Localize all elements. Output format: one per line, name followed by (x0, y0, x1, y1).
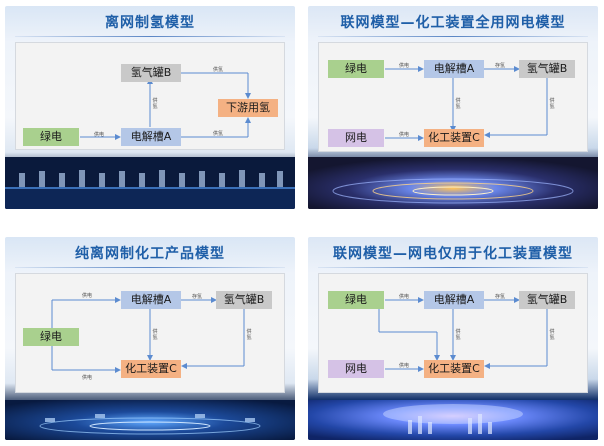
panel-title: 纯离网制化工产品模型 (75, 246, 225, 262)
node-green-power: 绿电 (23, 128, 79, 146)
diagram-board: 绿电 电解槽A 氢气罐B 网电 化工装置C 供电 存氢 供氢 供氢 供电 (318, 42, 588, 152)
label-supply-h2-bottom: 供氢 (213, 131, 224, 137)
node-chemical-unit: 化工装置C (121, 360, 181, 378)
label-store-h2: 存氢 (495, 63, 506, 69)
node-h2-tank: 氢气罐B (519, 291, 575, 309)
title-divider (318, 36, 588, 37)
tech-background-image (5, 400, 295, 440)
node-green-power: 绿电 (328, 60, 384, 78)
node-electrolyzer: 电解槽A (424, 60, 484, 78)
label-supply-power: 供电 (399, 294, 410, 300)
label-store-h2: 存氢 (192, 294, 203, 300)
label-supply-bottom: 供电 (82, 375, 93, 381)
cloud-tech-background-image (308, 400, 598, 440)
panel-offgrid-chemical: 纯离网制化工产品模型 绿电 电解槽A 氢气罐B 化工装置C 供电 供电 存氢 供… (5, 237, 295, 440)
label-store: 供氢 (152, 98, 158, 110)
panel-offgrid-hydrogen: 离网制氢模型 绿电 电解槽A 氢气罐B 下游用氢 供电 供氢 供氢 供氢 (5, 6, 295, 209)
node-green-power: 绿电 (328, 291, 384, 309)
label-supply-grid: 供电 (399, 363, 410, 369)
title-divider (318, 267, 588, 268)
node-h2-tank: 氢气罐B (519, 60, 575, 78)
label-store-h2: 存氢 (495, 294, 506, 300)
diagram-board: 绿电 电解槽A 氢气罐B 网电 化工装置C 供电 存氢 供氢 供氢 供电 (318, 273, 588, 393)
data-city-background-image (308, 157, 598, 209)
node-h2-tank: 氢气罐B (121, 64, 181, 82)
label-supply-grid: 供电 (399, 132, 410, 138)
node-grid-power: 网电 (328, 129, 384, 147)
label-supply-h2-right: 供氢 (246, 329, 252, 341)
node-grid-power: 网电 (328, 360, 384, 378)
label-supply-h2-right: 供氢 (549, 329, 555, 341)
diagram-board: 绿电 电解槽A 氢气罐B 化工装置C 供电 供电 存氢 供氢 供氢 (15, 273, 285, 393)
diagram-board: 绿电 电解槽A 氢气罐B 下游用氢 供电 供氢 供氢 供氢 (15, 42, 285, 150)
node-chemical-unit: 化工装置C (424, 360, 484, 378)
industrial-background-image (5, 157, 295, 209)
label-supply-h2-left: 供氢 (152, 329, 158, 341)
label-supply-h2-left: 供氢 (455, 98, 461, 110)
node-h2-tank: 氢气罐B (216, 291, 272, 309)
node-electrolyzer: 电解槽A (424, 291, 484, 309)
title-divider (15, 36, 285, 37)
node-electrolyzer: 电解槽A (121, 128, 181, 146)
panel-title: 联网模型—网电仅用于化工装置模型 (333, 246, 573, 262)
title-divider (15, 267, 285, 268)
label-supply-h2-top: 供氢 (213, 67, 224, 73)
node-electrolyzer: 电解槽A (121, 291, 181, 309)
node-green-power: 绿电 (23, 328, 79, 346)
label-supply-h2-left: 供氢 (455, 329, 461, 341)
panel-grid-chemical-only: 联网模型—网电仅用于化工装置模型 绿电 电解槽A 氢气罐B 网电 化工装置C 供… (308, 237, 598, 440)
panel-grid-full-chemical: 联网模型—化工装置全用网电模型 绿电 电解槽A 氢气罐B 网电 化工装置C 供电… (308, 6, 598, 209)
label-supply-power: 供电 (94, 132, 105, 138)
node-chemical-unit: 化工装置C (424, 129, 484, 147)
label-supply-top: 供电 (82, 293, 93, 299)
panel-title: 联网模型—化工装置全用网电模型 (340, 15, 566, 31)
label-supply-power: 供电 (399, 63, 410, 69)
label-supply-h2-right: 供氢 (549, 98, 555, 110)
node-downstream-h2: 下游用氢 (218, 99, 278, 117)
panel-title: 离网制氢模型 (105, 15, 195, 31)
